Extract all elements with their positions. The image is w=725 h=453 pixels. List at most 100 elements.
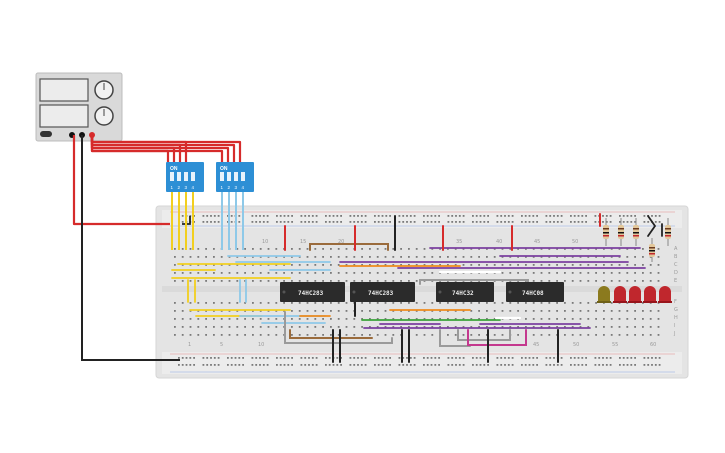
breadboard-hole [478, 302, 480, 304]
breadboard-hole [594, 221, 597, 223]
chip-74hc32[interactable]: 74HC32 [436, 282, 494, 302]
breadboard-hole [330, 256, 332, 258]
breadboard-hole [587, 302, 590, 304]
breadboard-hole [585, 357, 587, 359]
breadboard-hole [634, 357, 636, 359]
breadboard-hole [423, 334, 426, 336]
breadboard-hole [634, 272, 636, 274]
breadboard-hole [426, 364, 429, 366]
breadboard-hole [548, 264, 551, 266]
breadboard-hole [325, 364, 327, 366]
breadboard-hole [308, 221, 310, 223]
toggle[interactable] [241, 172, 245, 181]
breadboard-hole [556, 318, 558, 320]
breadboard-hole [178, 357, 180, 359]
breadboard-hole [509, 302, 512, 304]
breadboard-hole [357, 215, 359, 217]
breadboard-hole [206, 357, 209, 359]
dip-switch-2[interactable]: ON 1 2 3 4 [216, 162, 254, 192]
breadboard-hole [400, 326, 402, 328]
breadboard-hole [634, 280, 636, 282]
toggle[interactable] [227, 172, 231, 181]
breadboard-hole [236, 272, 239, 274]
breadboard-hole [507, 221, 510, 223]
toggle[interactable] [177, 172, 181, 181]
breadboard-hole [364, 221, 367, 223]
breadboard-hole [595, 264, 597, 266]
breadboard-hole [181, 310, 184, 312]
ground-link [182, 216, 191, 225]
breadboard-hole [504, 357, 506, 359]
breadboard-hole [251, 221, 254, 223]
breadboard-hole [364, 364, 367, 366]
breadboard-hole [634, 264, 636, 266]
breadboard-hole [470, 302, 473, 304]
breadboard-hole [213, 326, 215, 328]
col-label: 1 [188, 342, 191, 348]
breadboard-hole [337, 272, 340, 274]
breadboard-hole [509, 326, 512, 328]
chip-74hc283-a[interactable]: 74HC283 [280, 282, 345, 302]
chip-label: 74HC283 [298, 290, 324, 297]
breadboard-hole [228, 272, 231, 274]
breadboard-hole [496, 215, 499, 217]
chip-74hc08[interactable]: 74HC08 [506, 282, 564, 302]
breadboard-hole [210, 364, 212, 366]
breadboard-hole [244, 302, 246, 304]
breadboard-hole [279, 357, 282, 359]
breadboard-hole [618, 318, 621, 320]
toggle[interactable] [184, 172, 188, 181]
breadboard-hole [413, 364, 416, 366]
breadboard-hole [217, 364, 220, 366]
switch-number: 2 [178, 185, 181, 190]
breadboard-hole [556, 280, 558, 282]
power-switch[interactable] [40, 131, 52, 137]
breadboard-hole [242, 364, 244, 366]
breadboard-hole [595, 326, 597, 328]
breadboard-hole [340, 364, 342, 366]
breadboard-hole [336, 215, 339, 217]
breadboard-hole [377, 357, 380, 359]
breadboard-hole [458, 215, 461, 217]
breadboard-hole [283, 215, 286, 217]
breadboard-hole [548, 326, 551, 328]
breadboard-hole [431, 334, 434, 336]
breadboard-hole [408, 302, 410, 304]
toggle[interactable] [191, 172, 195, 181]
breadboard-hole [189, 334, 192, 336]
dip-switch-1[interactable]: ON 1 2 3 4 [166, 162, 204, 192]
breadboard-hole [400, 248, 402, 250]
breadboard-hole [364, 357, 367, 359]
chip-74hc283-b[interactable]: 74HC283 [350, 282, 415, 302]
breadboard-hole [549, 364, 552, 366]
toggle[interactable] [220, 172, 224, 181]
breadboard-hole [603, 264, 605, 266]
breadboard-hole [267, 318, 270, 320]
breadboard-hole [602, 364, 604, 366]
breadboard-hole [398, 215, 401, 217]
breadboard-hole [581, 215, 584, 217]
breadboard-hole [626, 318, 629, 320]
breadboard-hole [560, 357, 563, 359]
breadboard-hole [536, 221, 538, 223]
breadboard-hole [610, 310, 613, 312]
chip-label: 74HC08 [522, 290, 544, 297]
breadboard-hole [509, 264, 512, 266]
breadboard-hole [472, 364, 474, 366]
breadboard-hole [291, 248, 293, 250]
breadboard-hole [528, 364, 531, 366]
power-supply[interactable] [35, 72, 123, 142]
breadboard-hole [336, 357, 339, 359]
breadboard-hole [374, 215, 376, 217]
breadboard-hole [439, 318, 441, 320]
breadboard-hole [236, 334, 239, 336]
breadboard-hole [595, 310, 597, 312]
toggle[interactable] [234, 172, 238, 181]
breadboard-hole [330, 264, 332, 266]
breadboard-hole [259, 272, 262, 274]
toggle[interactable] [170, 172, 174, 181]
breadboard-hole [525, 272, 527, 274]
breadboard-hole [259, 215, 261, 217]
breadboard-hole [470, 334, 473, 336]
breadboard-hole [283, 280, 285, 282]
